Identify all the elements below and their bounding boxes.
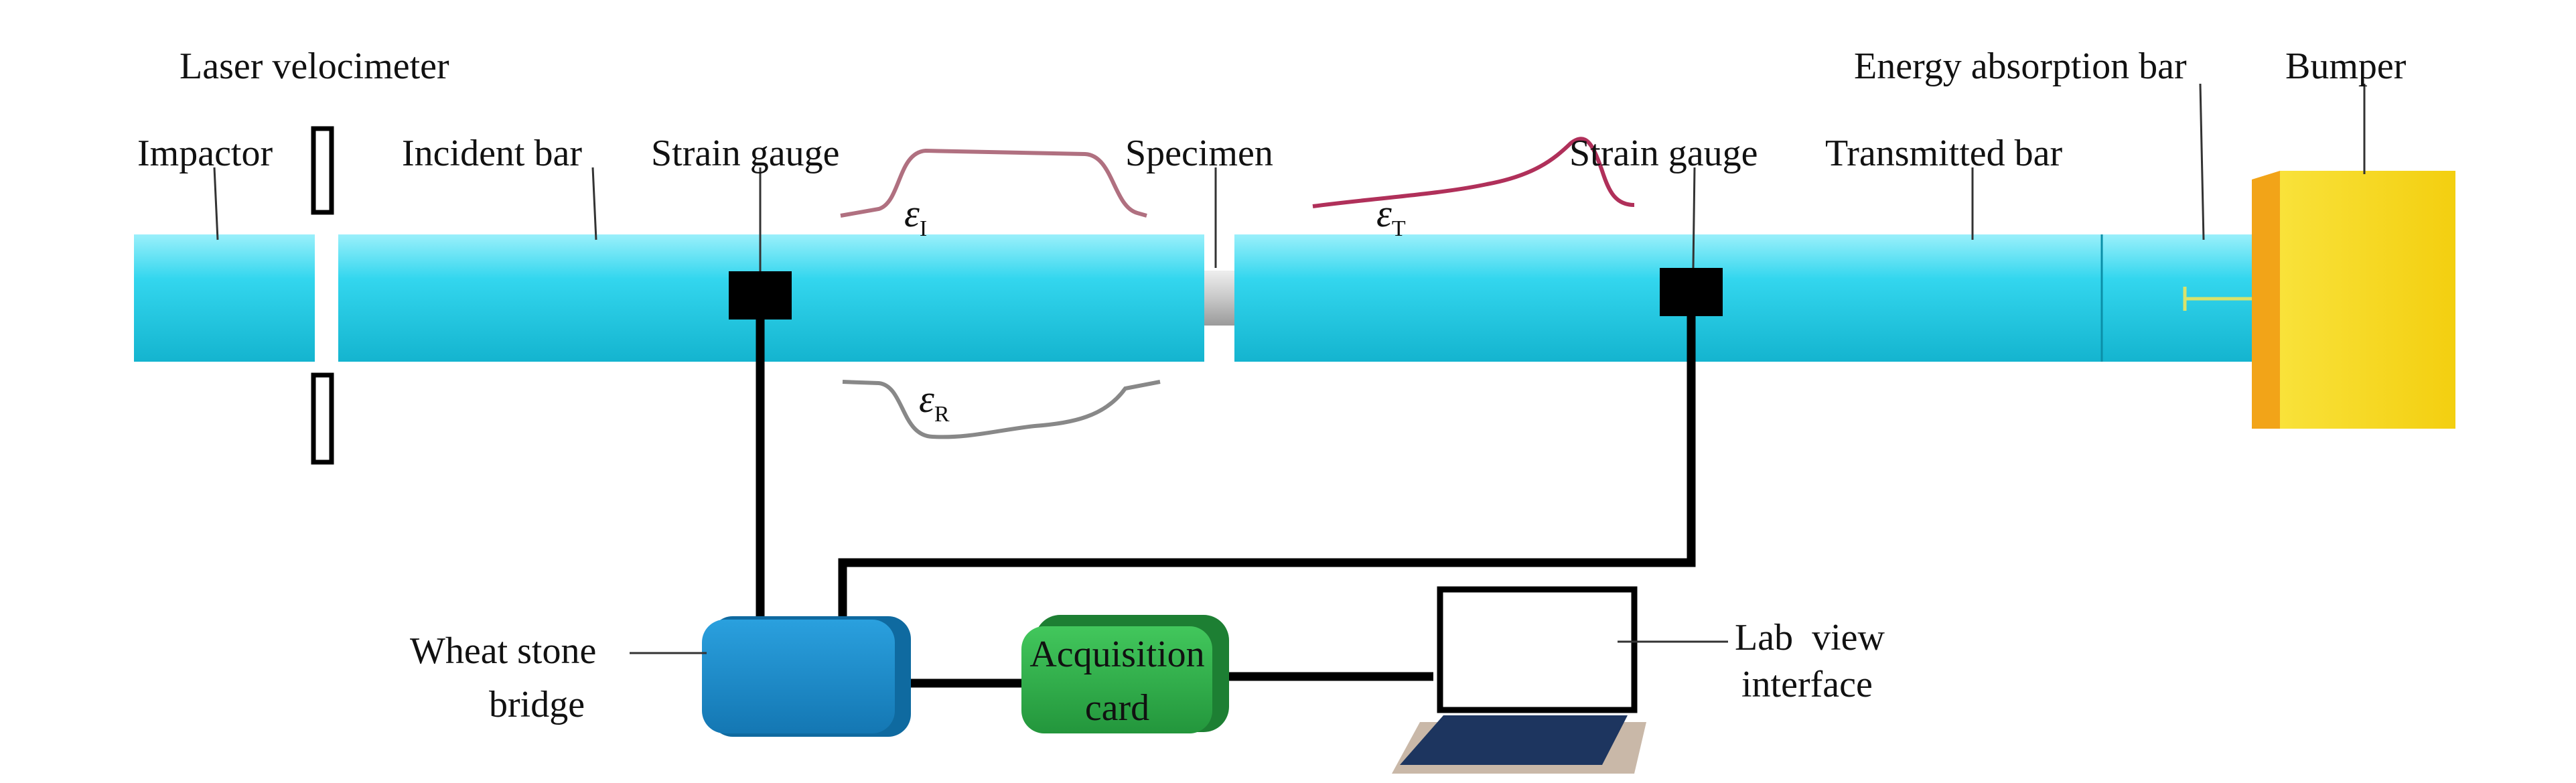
symbol-epsilon-transmitted-sub: T bbox=[1392, 216, 1406, 241]
label-acquisition-line2: card bbox=[1085, 687, 1149, 729]
bar-assembly bbox=[134, 234, 2284, 362]
symbol-epsilon-incident-main: ε bbox=[904, 192, 920, 235]
label-wheatstone-line1: Wheat stone bbox=[410, 630, 596, 672]
laser-emitter-upper bbox=[311, 126, 334, 215]
laptop-screen bbox=[1437, 586, 1638, 713]
label-wheatstone-line2: bridge bbox=[489, 684, 585, 725]
acquisition-card-box bbox=[1021, 615, 1229, 733]
reflected-wave-curve bbox=[842, 380, 1161, 439]
laptop bbox=[1392, 586, 1646, 774]
label-labview-line1: Lab view bbox=[1735, 617, 1885, 658]
wiring bbox=[756, 316, 1696, 688]
symbol-epsilon-transmitted-main: ε bbox=[1376, 192, 1392, 235]
wheatstone-bridge-box bbox=[702, 616, 911, 737]
bumper-face bbox=[2280, 171, 2455, 429]
bumper bbox=[2252, 171, 2455, 429]
symbol-epsilon-reflected-main: ε bbox=[919, 377, 934, 421]
label-bumper: Bumper bbox=[2285, 46, 2407, 87]
label-laser-velocimeter: Laser velocimeter bbox=[180, 46, 449, 87]
symbol-epsilon-incident: εI bbox=[904, 192, 927, 241]
label-impactor: Impactor bbox=[137, 133, 273, 174]
specimen-shape bbox=[1204, 271, 1234, 326]
bumper-side bbox=[2252, 171, 2280, 429]
strain-gauge-right-shape bbox=[1660, 268, 1723, 316]
label-energy-absorption-bar: Energy absorption bar bbox=[1854, 46, 2187, 87]
label-specimen: Specimen bbox=[1125, 133, 1273, 174]
leader-incident-bar bbox=[591, 167, 597, 240]
leader-strain-gauge-right bbox=[1692, 167, 1696, 269]
strain-gauge-left-shape bbox=[729, 271, 792, 319]
laser-velocimeter bbox=[311, 126, 334, 465]
laptop-keyboard bbox=[1400, 715, 1628, 765]
acquisition-card-face bbox=[1021, 626, 1212, 733]
label-acquisition-line1: Acquisition bbox=[1029, 634, 1204, 675]
label-strain-gauge-left: Strain gauge bbox=[651, 133, 839, 174]
impactor-bar bbox=[134, 234, 315, 362]
wire-right-gauge bbox=[838, 316, 1696, 626]
incident-wave-curve bbox=[840, 148, 1147, 218]
leader-lines bbox=[213, 83, 2366, 654]
label-incident-bar: Incident bar bbox=[402, 133, 582, 174]
laser-emitter-lower bbox=[311, 372, 334, 465]
symbol-epsilon-reflected-sub: R bbox=[934, 402, 950, 427]
symbol-epsilon-transmitted: εT bbox=[1376, 192, 1406, 241]
leader-energy-absorption-bar bbox=[2199, 83, 2205, 240]
leader-impactor bbox=[213, 167, 219, 240]
label-strain-gauge-right: Strain gauge bbox=[1569, 133, 1758, 174]
symbol-epsilon-incident-sub: I bbox=[920, 216, 927, 241]
label-labview-line2: interface bbox=[1741, 664, 1873, 705]
transmitted-wave-curve bbox=[1312, 137, 1635, 208]
symbol-epsilon-reflected: εR bbox=[919, 377, 950, 427]
label-transmitted-bar: Transmitted bar bbox=[1825, 133, 2062, 174]
wheatstone-bridge-face bbox=[702, 620, 895, 733]
